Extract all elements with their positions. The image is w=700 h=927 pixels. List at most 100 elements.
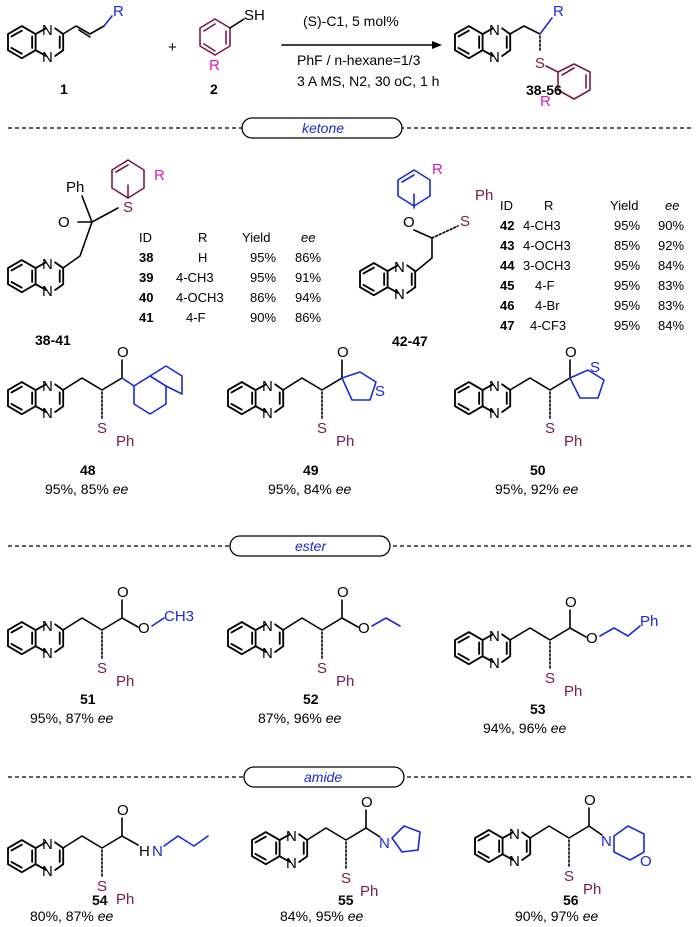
atom-r: R [113,3,124,20]
compound-id: 54 [92,892,108,908]
atom-n: N [489,22,500,39]
atom-r: R [154,167,165,184]
svg-text:41: 41 [139,310,153,325]
svg-text:ID: ID [500,198,513,213]
section-title-ketone: ketone [302,120,344,136]
atom-o: O [586,630,598,647]
atom-o: O [117,584,129,601]
svg-text:52: 52 [303,691,319,707]
atom-n: N [42,49,53,66]
atom-o: O [403,214,415,231]
svg-text:95%: 95% [614,318,640,333]
svg-text:92%: 92% [658,238,684,253]
atom-r: R [540,93,551,110]
svg-text:48: 48 [80,462,96,478]
atom-n: N [42,618,53,635]
atom-n: N [262,378,273,395]
svg-text:95%: 95% [614,298,640,313]
atom-o: O [358,620,370,637]
atom-n: N [601,833,612,850]
atom-n: N [42,836,53,853]
condition-solvent: PhF / n-hexane=1/3 [297,52,421,68]
atom-h: H [139,843,150,860]
atom-s: S [545,420,555,437]
atom-ph: Ph [640,613,658,630]
svg-text:4-F: 4-F [535,278,555,293]
svg-text:51: 51 [80,691,96,707]
svg-text:85%: 85% [614,238,640,253]
compound-56: N N O N O S Ph 90%, 97% ee [474,792,652,924]
atom-s: S [545,670,555,687]
arrow-head [432,41,442,49]
atom-s: S [341,870,351,887]
atom-o: O [640,853,652,870]
atom-s: S [317,420,327,437]
structure-label: 38-41 [35,332,71,348]
compound-51: N N O O CH3 S Ph 51 95%, 87% ee [7,584,194,726]
svg-text:ID: ID [139,230,152,245]
atom-n: N [152,843,163,860]
svg-text:80%, 87% ee: 80%, 87% ee [30,908,114,924]
atom-o: O [565,594,577,611]
svg-text:87%, 96% ee: 87%, 96% ee [258,710,342,726]
atom-n: N [379,835,390,852]
atom-n: N [42,22,53,39]
atom-ph: Ph [475,187,493,204]
atom-o: O [584,792,596,809]
atom-ph: Ph [116,891,134,908]
compound-55: N N O N S Ph 84%, 95% ee [251,794,421,924]
atom-ch3: CH3 [164,608,194,625]
svg-text:4-CH3: 4-CH3 [523,218,561,233]
svg-text:47: 47 [500,318,514,333]
section-title-amide: amide [304,769,342,785]
structure-38-41: N N O Ph S R 38-41 [7,159,165,348]
section-pill-ketone [241,117,403,139]
svg-text:84%: 84% [658,318,684,333]
atom-s: S [123,199,133,216]
atom-sh: SH [244,7,265,24]
atom-n: N [286,855,297,872]
compound-54: N N O H N S Ph 54 80%, 87% ee [7,802,209,924]
svg-text:95%, 84% ee: 95%, 84% ee [268,481,352,497]
svg-text:90%: 90% [658,218,684,233]
svg-text:86%: 86% [295,250,321,265]
atom-ph: Ph [583,881,601,898]
svg-text:84%: 84% [658,258,684,273]
atom-ph: Ph [116,673,134,690]
svg-text:50: 50 [530,462,546,478]
svg-text:4-Br: 4-Br [535,298,560,313]
atom-s: S [460,213,470,230]
atom-ph: Ph [336,673,354,690]
svg-text:Yield: Yield [242,230,270,245]
atom-n: N [262,405,273,422]
svg-text:95%: 95% [614,218,640,233]
compound-id: 55 [338,892,354,908]
compound-48: N N O S Ph 48 95%, 85% ee [7,344,183,497]
atom-n: N [42,645,53,662]
atom-n: N [489,405,500,422]
atom-s: S [564,868,574,885]
atom-r: R [553,3,564,20]
reactant-1: N N R 1 [7,3,124,97]
atom-n: N [489,655,500,672]
atom-n: N [509,826,520,843]
reactant-2: SH R 2 [199,7,265,97]
section-title-ester: ester [295,538,327,554]
svg-text:R: R [544,198,553,213]
svg-text:43: 43 [500,238,514,253]
condition-catalyst: (S)-C1, 5 mol% [303,13,399,29]
svg-text:38: 38 [139,250,153,265]
atom-s: S [97,420,107,437]
atom-s: S [97,878,107,895]
svg-text:ee: ee [665,198,679,213]
svg-text:90%: 90% [250,310,276,325]
svg-text:4-CF3: 4-CF3 [530,318,566,333]
svg-text:95%: 95% [250,250,276,265]
svg-text:84%, 95% ee: 84%, 95% ee [280,908,364,924]
atom-n: N [394,286,405,303]
atom-o: O [138,620,150,637]
atom-n: N [262,618,273,635]
atom-n: N [42,283,53,300]
atom-ph: Ph [116,433,134,450]
